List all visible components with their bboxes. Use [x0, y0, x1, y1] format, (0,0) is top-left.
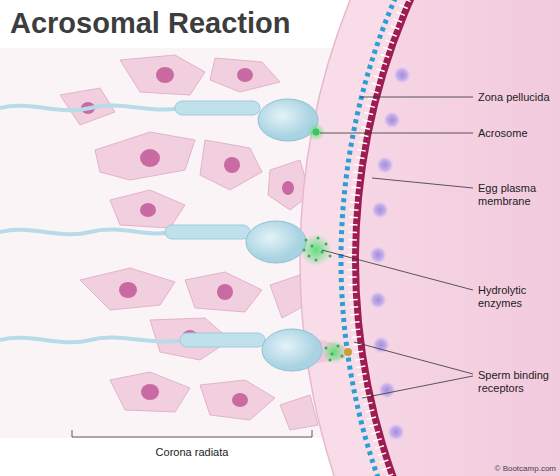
membrane-stripes: [352, 0, 560, 476]
leader-lines: [320, 97, 473, 398]
sperm: [0, 99, 325, 141]
cortical-granules: [369, 66, 411, 441]
copyright-note: © Bootcamp.com: [484, 464, 556, 474]
part-label: Acrosome: [478, 127, 558, 140]
corona-cells: [60, 55, 318, 430]
part-label: Hydrolytic enzymes: [478, 284, 550, 310]
zona-pellucida: [300, 0, 560, 476]
part-label: Corona radiata: [102, 446, 282, 459]
part-label: Zona pellucida: [478, 91, 558, 104]
egg-plasma-membrane: [352, 0, 560, 476]
corona-bracket: [72, 430, 312, 437]
part-label: Egg plasma membrane: [478, 182, 550, 208]
part-label: Sperm binding receptors: [478, 369, 553, 395]
sperm: [0, 329, 352, 371]
sperm-receptors: [341, 0, 560, 476]
page-title: Acrosomal Reaction: [10, 6, 290, 40]
sperm: [0, 221, 332, 266]
egg-cytoplasm: [359, 0, 560, 476]
